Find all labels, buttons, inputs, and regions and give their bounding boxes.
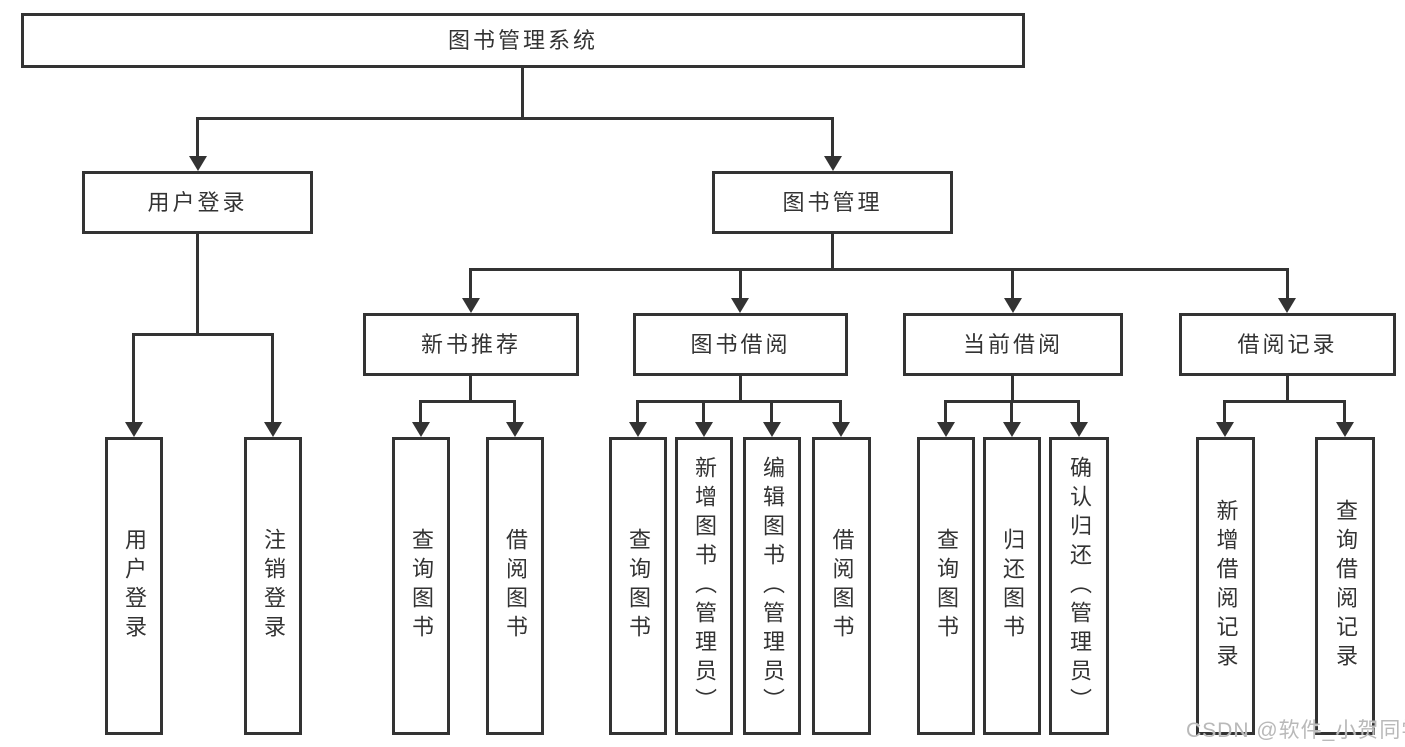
node-label: 借阅图书 [829, 528, 855, 644]
connector-line [271, 333, 274, 423]
connector-line [1286, 268, 1289, 300]
connector-line [419, 400, 516, 403]
node-label: 归还图书 [1000, 528, 1025, 644]
node-book-management: 图书管理 [712, 171, 953, 234]
node-label: 图书管理 [782, 189, 883, 215]
node-user-login-leaf: 用户登录 [105, 437, 163, 735]
node-borrow-books: 借阅图书 [812, 437, 871, 735]
node-label: 注销登录 [261, 528, 286, 644]
node-label: 编辑图书（管理员） [760, 455, 785, 717]
node-confirm-return-admin: 确认归还（管理员） [1049, 437, 1109, 735]
connector-line [831, 234, 834, 271]
node-add-borrow-record: 新增借阅记录 [1196, 437, 1255, 735]
node-user-login: 用户登录 [82, 171, 313, 234]
arrow-down-icon [412, 422, 430, 437]
node-label: 用户登录 [147, 189, 248, 215]
connector-line [1010, 400, 1013, 424]
connector-line [1077, 400, 1080, 424]
connector-line [132, 333, 135, 423]
connector-line [196, 117, 199, 158]
arrow-down-icon [462, 298, 480, 313]
connector-line [196, 117, 834, 120]
arrow-down-icon [1003, 422, 1021, 437]
connector-line [636, 400, 842, 403]
arrow-down-icon [832, 422, 850, 437]
node-label: 新增借阅记录 [1213, 499, 1239, 673]
arrow-down-icon [824, 156, 842, 171]
connector-line [1286, 376, 1289, 403]
node-label: 当前借阅 [962, 331, 1063, 357]
connector-line [770, 400, 773, 424]
node-query-books: 查询图书 [609, 437, 667, 735]
arrow-down-icon [731, 298, 749, 313]
node-label: 查询借阅记录 [1333, 499, 1358, 673]
connector-line [469, 376, 472, 403]
connector-line [1011, 376, 1014, 403]
node-add-books-admin: 新增图书（管理员） [675, 437, 733, 735]
arrow-down-icon [629, 422, 647, 437]
connector-line [132, 333, 274, 336]
node-query-borrow-record: 查询借阅记录 [1315, 437, 1375, 735]
node-label: 图书借阅 [690, 331, 791, 357]
connector-line [513, 400, 516, 424]
arrow-down-icon [506, 422, 524, 437]
node-library-system: 图书管理系统 [21, 13, 1025, 68]
arrow-down-icon [1004, 298, 1022, 313]
arrow-down-icon [189, 156, 207, 171]
node-return-books: 归还图书 [983, 437, 1041, 735]
node-label: 新书推荐 [420, 331, 521, 357]
arrow-down-icon [1070, 422, 1088, 437]
node-edit-books-admin: 编辑图书（管理员） [743, 437, 801, 735]
connector-line [739, 268, 742, 300]
connector-line [419, 400, 422, 424]
node-query-books: 查询图书 [917, 437, 975, 735]
connector-line [831, 117, 834, 158]
node-borrow-books: 借阅图书 [486, 437, 544, 735]
node-label: 查询图书 [934, 528, 959, 644]
connector-line [196, 234, 199, 335]
node-label: 确认归还（管理员） [1067, 455, 1092, 717]
connector-line [636, 400, 639, 424]
connector-line [1343, 400, 1346, 424]
connector-line [1223, 400, 1345, 403]
node-query-books: 查询图书 [392, 437, 450, 735]
connector-line [839, 400, 842, 424]
arrow-down-icon [1278, 298, 1296, 313]
node-label: 查询图书 [409, 528, 434, 644]
csdn-watermark: CSDN @软件_小贺同学 [1186, 719, 1405, 742]
node-label: 用户登录 [122, 528, 147, 644]
node-label: 新增图书（管理员） [692, 455, 717, 717]
node-book-borrowing: 图书借阅 [633, 313, 848, 376]
connector-line [944, 400, 947, 424]
arrow-down-icon [1336, 422, 1354, 437]
node-logout: 注销登录 [244, 437, 302, 735]
node-current-borrowing: 当前借阅 [903, 313, 1123, 376]
node-label: 借阅图书 [503, 528, 528, 644]
arrow-down-icon [264, 422, 282, 437]
connector-line [521, 68, 524, 119]
connector-line [702, 400, 705, 424]
arrow-down-icon [763, 422, 781, 437]
connector-line [1011, 268, 1014, 300]
arrow-down-icon [1216, 422, 1234, 437]
connector-line [1223, 400, 1226, 424]
arrow-down-icon [125, 422, 143, 437]
connector-line [469, 268, 472, 300]
node-borrowing-records: 借阅记录 [1179, 313, 1396, 376]
arrow-down-icon [937, 422, 955, 437]
arrow-down-icon [695, 422, 713, 437]
node-label: 图书管理系统 [447, 27, 598, 53]
node-new-book-recommend: 新书推荐 [363, 313, 579, 376]
connector-line [739, 376, 742, 403]
node-label: 查询图书 [626, 528, 651, 644]
connector-line [469, 268, 1288, 271]
node-label: 借阅记录 [1237, 331, 1338, 357]
